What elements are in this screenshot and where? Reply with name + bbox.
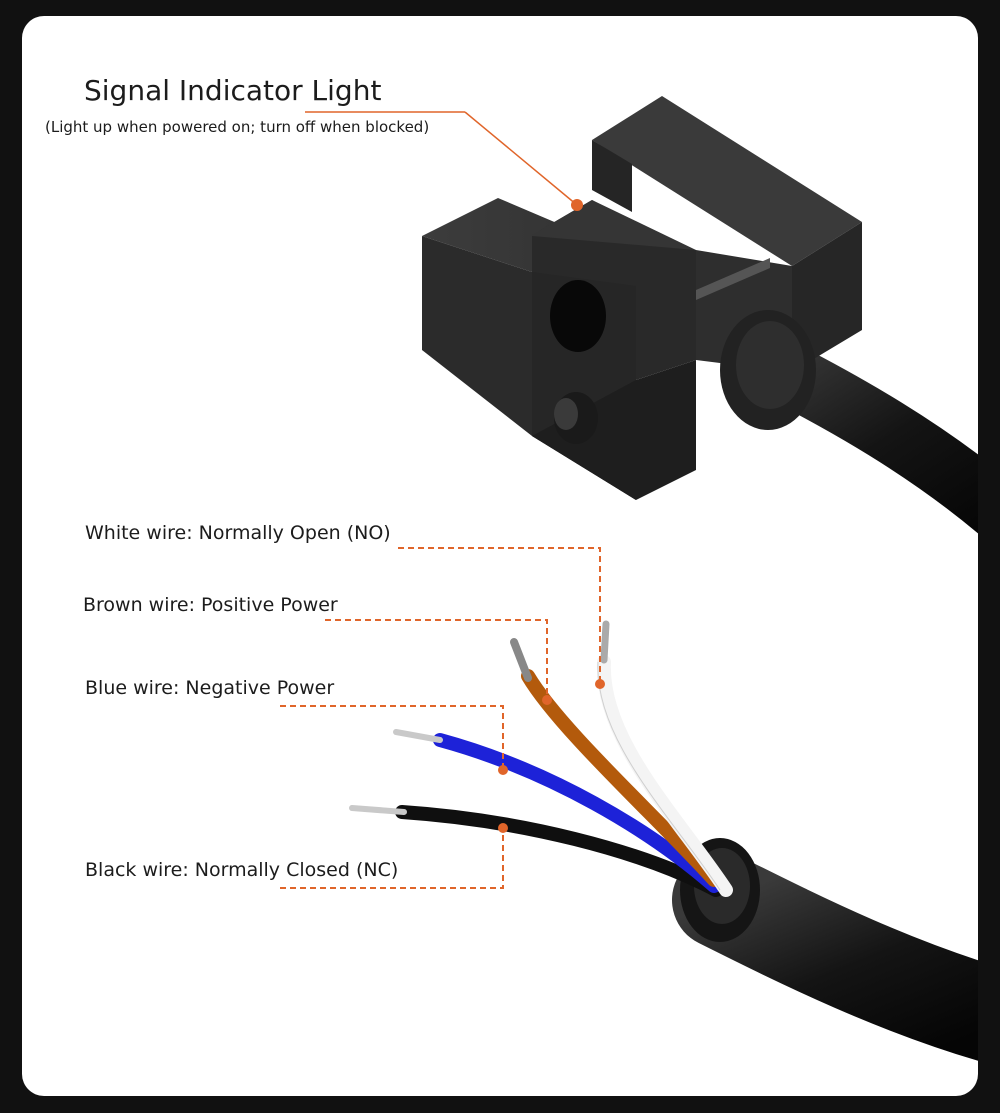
callout-signal-indicator	[305, 111, 583, 211]
callout-brown-wire	[325, 619, 552, 705]
blue-wire	[433, 733, 721, 893]
mounting-hole	[550, 280, 606, 352]
callout-blue-wire	[280, 705, 508, 775]
black-wire	[395, 805, 723, 897]
white-wire-label: White wire: Normally Open (NO)	[85, 522, 391, 544]
u-slot-sensor-body	[422, 96, 862, 500]
sensor-cable-lower	[672, 852, 978, 1068]
signal-indicator-title: Signal Indicator Light	[84, 74, 382, 107]
signal-indicator-subtitle: (Light up when powered on; turn off when…	[45, 118, 430, 136]
callout-white-wire	[398, 547, 605, 689]
indicator-light-dot	[571, 199, 583, 211]
black-wire-label: Black wire: Normally Closed (NC)	[85, 859, 399, 881]
white-wire	[596, 655, 733, 897]
callout-black-wire	[280, 823, 508, 889]
brown-wire-label: Brown wire: Positive Power	[83, 594, 338, 616]
blue-wire-label: Blue wire: Negative Power	[85, 677, 335, 699]
